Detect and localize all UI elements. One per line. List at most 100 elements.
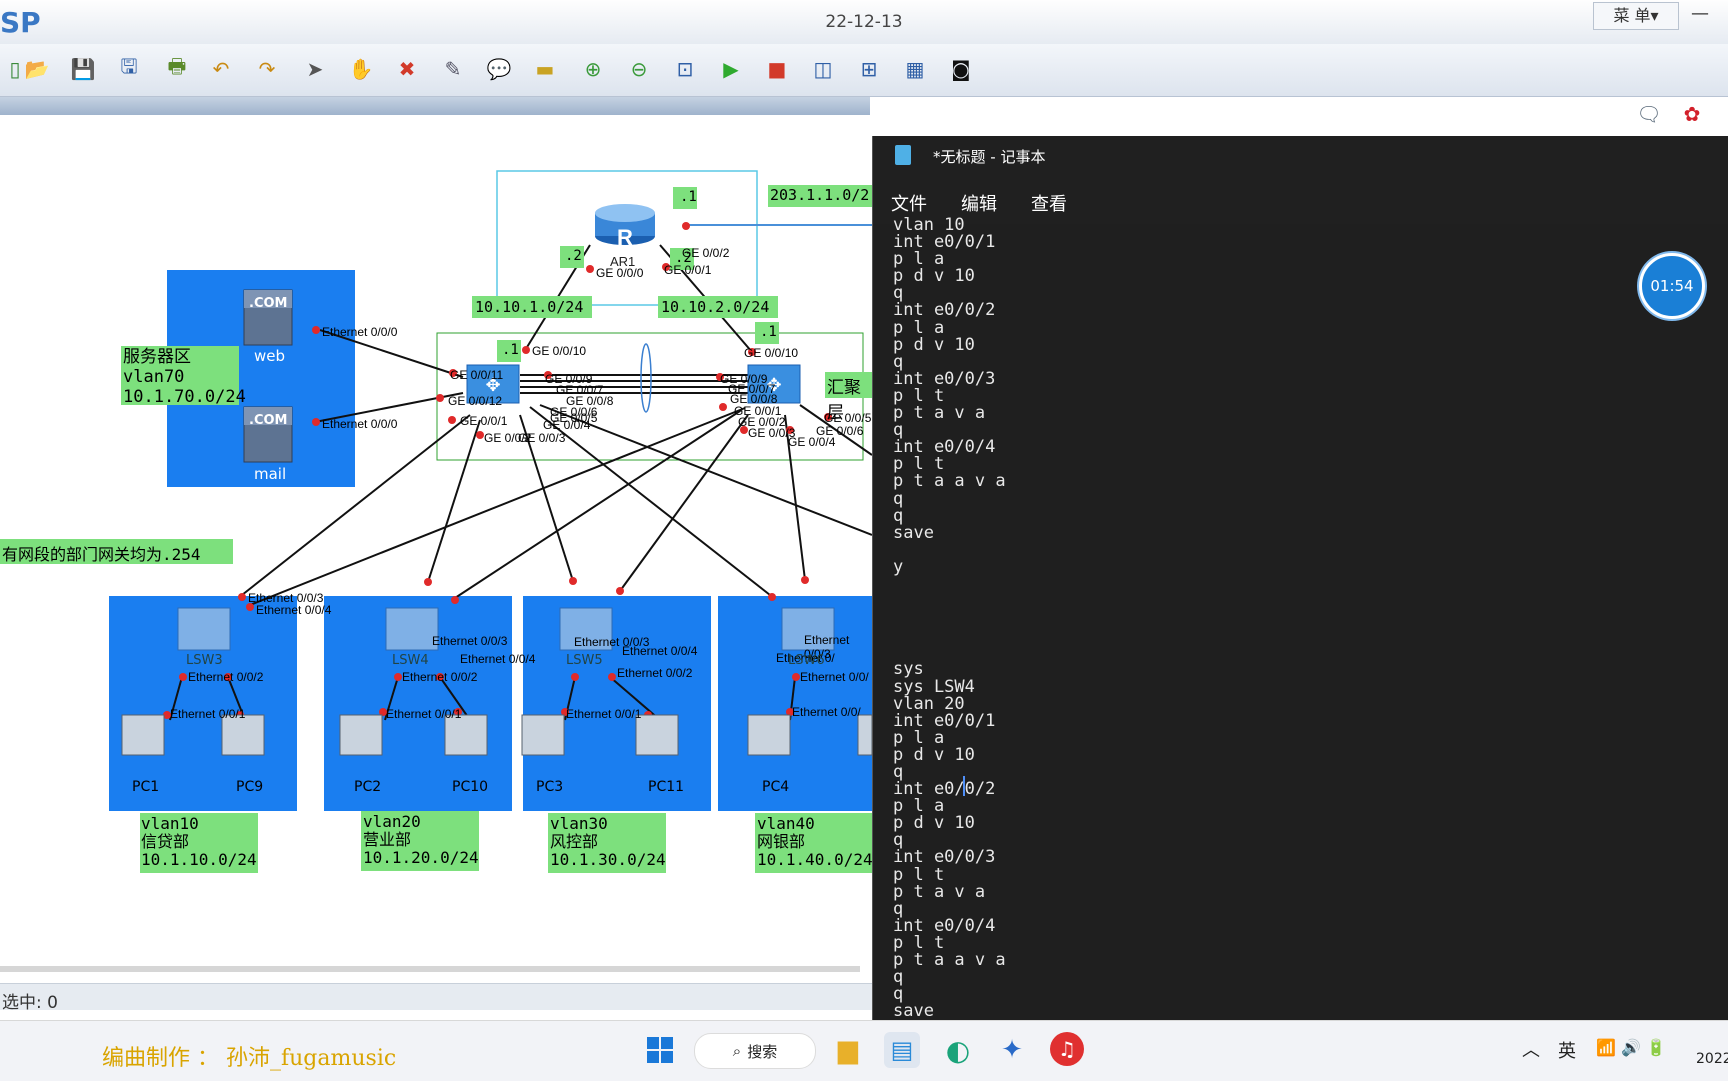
delete-icon[interactable]: ✖ (398, 57, 416, 81)
net-left-label: 10.10.1.0/24 (475, 298, 584, 316)
menu-edit[interactable]: 编辑 (961, 194, 997, 215)
windows-start-icon[interactable] (642, 1032, 678, 1068)
stop-device-icon[interactable]: ■ (767, 57, 787, 81)
input-method-indicator[interactable]: 英 (1558, 1041, 1576, 1062)
edge-browser-icon[interactable]: ◐ (945, 1033, 971, 1067)
core-left-port: GE 0/0/5 (550, 411, 598, 425)
save-as-icon[interactable]: 🖫 (120, 54, 138, 78)
save-icon[interactable]: 💾 (70, 57, 96, 81)
lsw6-d2: Ethernet 0/0/ (792, 705, 861, 719)
lsw6-label: LSW6 (788, 653, 825, 668)
huawei-logo-icon[interactable]: ✿ (1683, 102, 1701, 126)
volume-icon[interactable]: 🔊 (1621, 1038, 1641, 1057)
pc-label: PC4 (762, 779, 790, 795)
svg-text:✥: ✥ (766, 375, 781, 396)
dept-vlan: vlan20 (363, 812, 421, 831)
dept-label-2: vlan20 营业部 10.1.20.0/24 (363, 813, 479, 867)
dept-label-4: vlan40 网银部 10.1.40.0/24 (757, 815, 872, 869)
menu-view[interactable]: 查看 (1031, 194, 1067, 215)
web-server-label: web (254, 347, 286, 365)
gateway-note: 有网段的部门网关均为.254 (2, 545, 201, 564)
menu-file[interactable]: 文件 (891, 194, 927, 215)
taskbar-search[interactable]: ⌕ 搜索 (694, 1033, 816, 1069)
lsw5-d2: Ethernet 0/0/1 (566, 707, 642, 721)
port-dots (163, 222, 832, 719)
fit-window-icon[interactable]: ⊡ (676, 57, 694, 81)
dept-net: 10.1.20.0/24 (363, 848, 479, 867)
text-annotation-icon[interactable]: 💬 (486, 57, 512, 81)
dept-name: 营业部 (363, 830, 412, 849)
redo-icon[interactable]: ↷ (258, 57, 276, 81)
undo-icon[interactable]: ↶ (212, 57, 230, 81)
pc-label: PC9 (236, 779, 264, 795)
server-icon-text: .COM (249, 296, 288, 311)
capture-icon[interactable]: ◫ (813, 57, 833, 81)
selection-count: 选中: 0 (2, 993, 58, 1013)
pcs (121, 714, 872, 756)
lsw6-d1: Ethernet 0/0/ (800, 670, 869, 684)
ensp-taskbar-icon[interactable]: ✦ (1001, 1035, 1023, 1065)
notepad-title: *无标题 - 记事本 (933, 148, 1046, 166)
core-right-port: GE 0/0/7 (728, 382, 776, 396)
topology-icon[interactable]: ⊞ (860, 57, 878, 81)
new-topology-icon[interactable]: ▯ (9, 57, 21, 81)
notepad-app-icon (895, 145, 911, 165)
core-switch-right: ✥ (747, 364, 801, 404)
watermark-text: 编曲制作 ： 孙沛_fugamusic (102, 1046, 397, 1071)
search-label: 搜索 (747, 1042, 778, 1061)
zoom-out-icon[interactable]: ⊖ (630, 57, 648, 81)
open-icon[interactable]: 📂 (24, 57, 50, 81)
start-device-icon[interactable]: ▶ (723, 57, 739, 81)
minimize-button[interactable]: — (1691, 3, 1709, 24)
core-left-port: GE 0/0/12 (448, 394, 503, 408)
print-icon[interactable]: 🖶 (167, 54, 187, 78)
tray-icons[interactable]: 📶 🔊 🔋 (1596, 1038, 1666, 1057)
core-right-port: GE 0/0/10 (744, 346, 799, 360)
core-right-label: 汇聚层 (827, 378, 861, 422)
core-left-port: GE 0/0/7 (556, 383, 604, 397)
window-title: 22-12-13 (825, 12, 903, 32)
horizontal-scrollbar[interactable] (0, 966, 860, 972)
notepad-window[interactable]: *无标题 - 记事本 文件 编辑 查看 vlan 10 int e0/0/1 p… (872, 136, 1728, 1020)
router-addr-up: .1 (680, 189, 697, 205)
core-right-port: GE 0/0/4 (788, 435, 836, 449)
lsw3-label: LSW3 (186, 653, 223, 668)
notepad-taskbar-icon[interactable]: ▤ (884, 1032, 920, 1068)
lsw6-up1: Ethernet 0/0/3 (804, 633, 850, 661)
access-switches (177, 607, 835, 651)
lsw4-d1: Ethernet 0/0/2 (402, 670, 478, 684)
file-explorer-icon[interactable]: ▆ (838, 1035, 858, 1065)
select-pointer-icon[interactable]: ➤ (306, 57, 324, 81)
mail-port-label: Ethernet 0/0/0 (322, 417, 398, 431)
topology-canvas[interactable]: R ✥ ✥ .1 203.1.1.0/2 .2 .2 AR1 GE 0/0/2 … (0, 115, 872, 970)
core-right-addr: .1 (760, 324, 777, 340)
server-zone-vlan: vlan70 (123, 367, 185, 387)
rectangle-icon[interactable]: ▬ (535, 57, 555, 81)
tray-chevron-icon[interactable]: ︿ (1522, 1040, 1540, 1061)
svg-text:✥: ✥ (485, 375, 500, 396)
menu-button[interactable]: 菜 单▾ (1593, 2, 1679, 30)
delete-link-icon[interactable]: ✎ (444, 57, 462, 81)
notepad-title-bar: *无标题 - 记事本 (873, 136, 1728, 176)
grid-icon[interactable]: ▦ (905, 57, 925, 81)
notepad-text-area[interactable]: vlan 10 int e0/0/1 p l a p d v 10 q int … (893, 217, 1006, 1017)
server-zone-net: 10.1.70.0/24 (123, 387, 246, 407)
lsw4-up2: Ethernet 0/0/4 (460, 652, 536, 666)
lsw4-label: LSW4 (392, 653, 429, 668)
recording-timer[interactable]: 01:54 (1639, 253, 1705, 319)
taskbar-clock[interactable]: 2022 (1696, 1051, 1728, 1067)
access-zone-3 (523, 596, 711, 811)
wifi-icon[interactable]: 📶 (1596, 1038, 1616, 1057)
zoom-in-icon[interactable]: ⊕ (584, 57, 602, 81)
netease-music-icon[interactable]: ♫ (1050, 1032, 1084, 1066)
battery-icon[interactable]: 🔋 (1646, 1038, 1666, 1057)
core-left-port: GE 0/0/1 (460, 414, 508, 428)
router-port-ge001: GE 0/0/1 (664, 263, 712, 277)
server-icon-text: .COM (249, 413, 288, 428)
wan-net-label: 203.1.1.0/2 (770, 186, 870, 204)
core-left-addr: .1 (502, 342, 519, 358)
svg-text:R: R (617, 225, 633, 250)
hand-drag-icon[interactable]: ✋ (348, 57, 374, 81)
feedback-icon[interactable]: 🗨 (1636, 102, 1662, 126)
screenshot-icon[interactable]: ◙ (951, 57, 971, 81)
